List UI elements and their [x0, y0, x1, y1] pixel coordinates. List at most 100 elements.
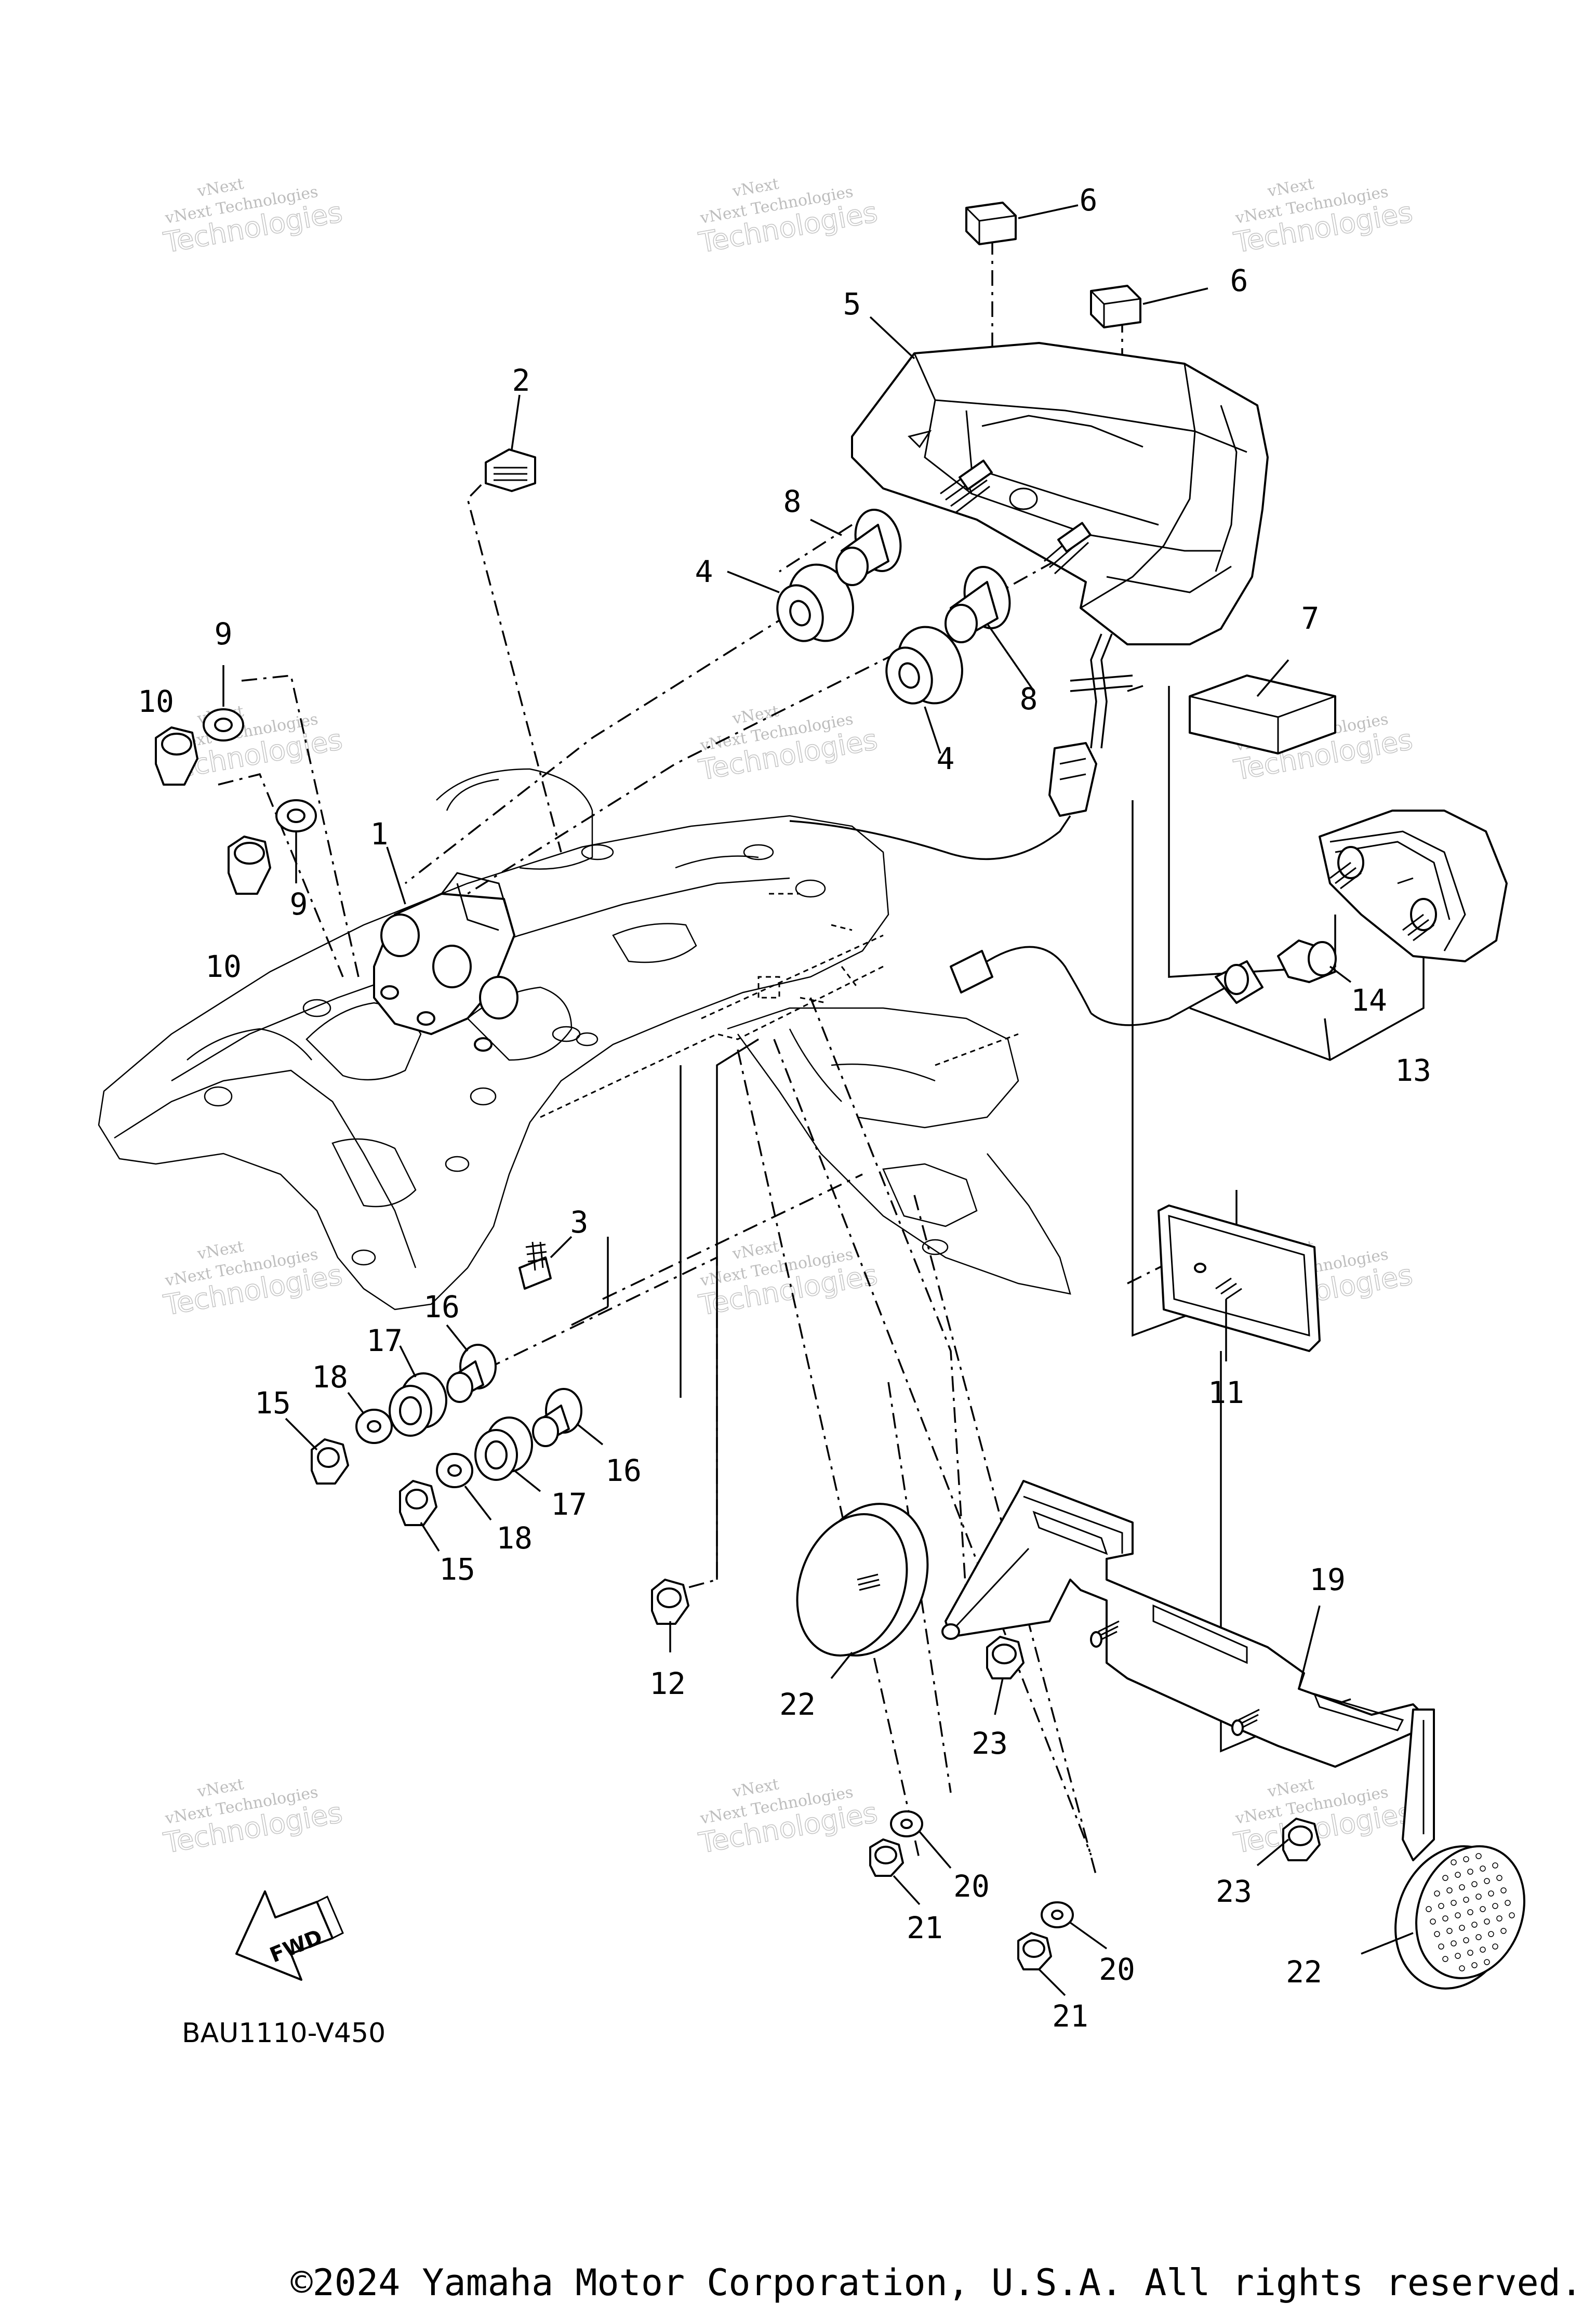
callout-9a: 9	[215, 616, 233, 652]
callout-5: 5	[843, 286, 861, 322]
collar-8a	[835, 509, 902, 586]
callout-2: 2	[512, 363, 530, 398]
callout-4a: 4	[695, 554, 713, 589]
reflector-dot	[1459, 1925, 1465, 1931]
reflector-dot	[1426, 1906, 1432, 1912]
washer-18a	[355, 1409, 393, 1444]
nut-21b	[1017, 1932, 1052, 1970]
pad-7	[1189, 674, 1336, 754]
callout-18a: 18	[312, 1359, 348, 1395]
bolt-3	[518, 1241, 552, 1290]
reflector-22a	[796, 1503, 929, 1657]
callout-20a: 20	[953, 1869, 990, 1904]
reflector-dot	[1500, 1887, 1507, 1893]
reflector-dot	[1496, 1915, 1502, 1922]
fwd-arrow-icon: FWD	[235, 1890, 344, 1981]
callout-16b: 16	[605, 1453, 642, 1488]
reflector-dot	[1455, 1912, 1461, 1918]
reflector-dot	[1438, 1903, 1444, 1909]
reflector-dot	[1434, 1890, 1440, 1897]
copyright-notice: ©2024 Yamaha Motor Corporation, U.S.A. A…	[290, 2261, 1582, 2304]
reflector-dot	[1480, 1865, 1486, 1872]
callout-17b: 17	[551, 1487, 587, 1522]
reflector-dot	[1509, 1912, 1515, 1918]
nut-10a	[155, 726, 198, 786]
reflector-11	[1158, 1204, 1321, 1352]
callout-15b: 15	[439, 1552, 475, 1587]
rear-fender-outline	[98, 768, 1071, 1310]
callout-16a: 16	[423, 1289, 460, 1325]
reflector-dot	[1459, 1884, 1465, 1890]
reflector-dot	[1434, 1931, 1440, 1937]
callout-8b: 8	[1020, 681, 1038, 717]
callout-19: 19	[1309, 1562, 1346, 1597]
reflector-dot	[1459, 1965, 1465, 1971]
reflector-dot	[1430, 1918, 1436, 1925]
callout-11: 11	[1208, 1375, 1244, 1410]
reflector-dot	[1451, 1940, 1457, 1947]
reflector-dot	[1471, 1922, 1478, 1928]
collar-16b	[532, 1388, 582, 1447]
callout-21b: 21	[1052, 1998, 1088, 2034]
callout-1: 1	[370, 816, 389, 852]
reflector-dot	[1496, 1875, 1502, 1881]
reflector-dot	[1451, 1900, 1457, 1906]
reflector-dot	[1451, 1859, 1457, 1865]
grommet-17b	[474, 1416, 533, 1481]
assembly-lines	[218, 239, 1221, 1876]
callout-15a: 15	[255, 1385, 291, 1421]
reflector-dot	[1446, 1887, 1453, 1893]
nut-12	[651, 1579, 689, 1625]
nut-15a	[311, 1438, 349, 1485]
reflector-dot	[1467, 1950, 1473, 1956]
callout-14: 14	[1351, 983, 1387, 1018]
callout-10a: 10	[138, 684, 174, 719]
diagram-code: BAU1110-V450	[182, 2018, 385, 2049]
callout-21a: 21	[907, 1910, 943, 1945]
reflector-dot	[1463, 1897, 1469, 1903]
reflector-dot	[1442, 1875, 1448, 1881]
callout-18b: 18	[496, 1520, 533, 1556]
grommet-4b	[885, 626, 963, 705]
nut-23a	[986, 1636, 1025, 1679]
connector-socket	[950, 946, 1264, 1026]
reflector-dot	[1484, 1959, 1490, 1965]
washer-20a	[890, 1810, 923, 1837]
tail-light-lens	[789, 342, 1269, 860]
callout-leaders	[222, 204, 1414, 1996]
reflector-dot	[1475, 1934, 1482, 1940]
callout-6b: 6	[1230, 263, 1248, 298]
reflector-dot	[1455, 1872, 1461, 1878]
callout-3: 3	[570, 1204, 589, 1240]
callout-23a: 23	[972, 1726, 1008, 1761]
callout-22b: 22	[1286, 1954, 1322, 1990]
callout-labels: 1 2 3 4 4 5 6 6 7 8 8 9 9 10 10 11 12 13…	[138, 182, 1431, 2034]
nut-21a	[869, 1838, 904, 1877]
washer-9b	[275, 799, 317, 832]
washer-18b	[436, 1453, 473, 1488]
reflector-dot	[1463, 1856, 1469, 1862]
washer-9a	[203, 708, 244, 741]
callout-8a: 8	[783, 484, 802, 519]
damper-6b	[1090, 285, 1141, 328]
reflector-22b	[1394, 1845, 1525, 1990]
reflector-dot	[1480, 1947, 1486, 1953]
callout-13: 13	[1395, 1053, 1431, 1088]
reflector-dot	[1471, 1962, 1478, 1968]
callout-20b: 20	[1099, 1952, 1135, 1987]
reflector-dot	[1492, 1862, 1498, 1869]
callout-10b: 10	[205, 949, 242, 984]
reflector-dot	[1471, 1881, 1478, 1887]
nut-15b	[399, 1480, 437, 1526]
reflector-dot	[1438, 1943, 1444, 1950]
reflector-dot	[1480, 1906, 1486, 1912]
reflector-dot	[1455, 1953, 1461, 1959]
callout-7: 7	[1301, 601, 1320, 636]
reflector-dot	[1492, 1943, 1498, 1950]
grommet-17a	[389, 1372, 447, 1437]
reflector-dot	[1484, 1918, 1490, 1925]
